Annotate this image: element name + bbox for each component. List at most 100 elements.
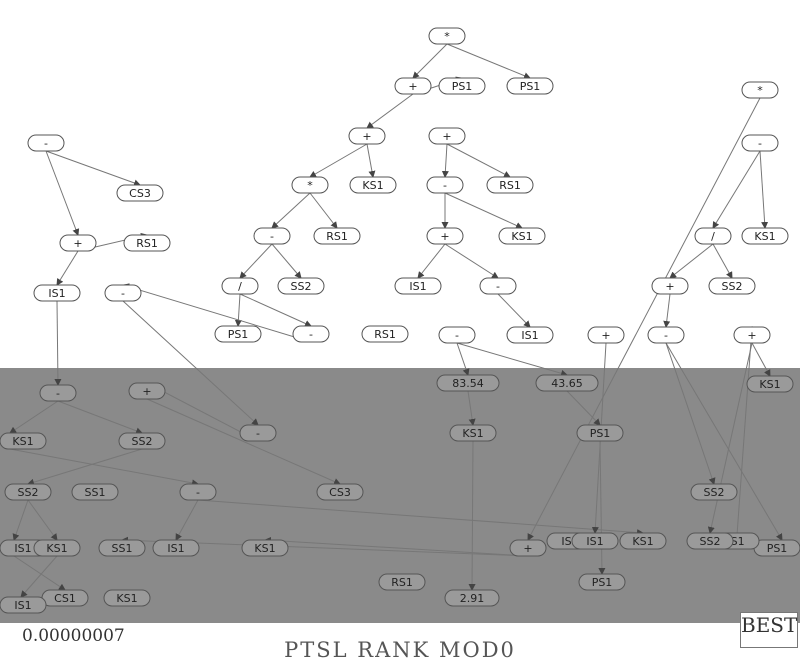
tree-node-label: - xyxy=(44,137,48,150)
tree-node-box xyxy=(506,77,554,95)
tree-node-box xyxy=(733,326,771,344)
tree-node-label: IS1 xyxy=(14,599,31,612)
tree-node-box xyxy=(428,127,466,145)
tree-node: + xyxy=(394,77,432,95)
tree-edge xyxy=(45,150,141,187)
tree-edge xyxy=(20,555,58,598)
tree-node-box xyxy=(277,277,325,295)
tree-edge xyxy=(527,97,761,541)
tree-node: 2.91 xyxy=(444,589,500,607)
tree-node-label: 43.65 xyxy=(551,377,583,390)
tree-node: - xyxy=(239,424,277,442)
tree-node: + xyxy=(733,326,771,344)
tree-node: CS3 xyxy=(116,184,164,202)
tree-node-box xyxy=(253,227,291,245)
tree-node: RS1 xyxy=(486,176,534,194)
tree-node: SS1 xyxy=(71,483,119,501)
tree-node: RS1 xyxy=(361,325,409,343)
tree-node-box xyxy=(128,382,166,400)
tree-node-box xyxy=(292,325,330,343)
tree-node: - xyxy=(741,134,779,152)
tree-node-label: KS1 xyxy=(116,592,137,605)
tree-edge xyxy=(446,143,511,178)
tree-node: - xyxy=(426,176,464,194)
tree-node-label: - xyxy=(196,486,200,499)
tree-node: IS1 xyxy=(571,532,619,550)
tree-node-label: - xyxy=(256,427,260,440)
tree-edge xyxy=(9,448,199,487)
tree-edge xyxy=(309,192,338,229)
tree-node-label: / xyxy=(238,280,242,293)
tree-node-label: KS1 xyxy=(362,179,383,192)
tree-node-box xyxy=(118,432,166,450)
tree-node-label: * xyxy=(307,179,313,192)
tree-node-box xyxy=(348,127,386,145)
tree-node-label: + xyxy=(408,80,417,93)
tree-node-box xyxy=(587,326,625,344)
tree-node-label: KS1 xyxy=(254,542,275,555)
tree-node-box xyxy=(0,596,47,614)
tree-node-box xyxy=(436,374,500,392)
tree-node-box xyxy=(576,424,624,442)
tree-node: SS1 xyxy=(98,539,146,557)
tree-node-box xyxy=(291,176,329,194)
tree-node-label: - xyxy=(455,329,459,342)
tree-node-label: + xyxy=(523,542,532,555)
tree-node: + xyxy=(348,127,386,145)
tree-edge xyxy=(57,400,143,435)
tree-edge xyxy=(56,250,79,286)
tree-node-label: IS1 xyxy=(167,542,184,555)
tree-node-label: KS1 xyxy=(759,378,780,391)
tree-node-box xyxy=(123,234,171,252)
tree-node: KS1 xyxy=(349,176,397,194)
tree-node-label: + xyxy=(747,329,756,342)
tree-edge xyxy=(665,342,783,541)
tree-node-box xyxy=(498,227,546,245)
tree-node-label: SS2 xyxy=(704,486,725,499)
tree-edge xyxy=(146,382,259,442)
tree-node-label: CS3 xyxy=(129,187,151,200)
tree-edge xyxy=(234,293,242,327)
tree-node: - xyxy=(438,326,476,344)
tree-node: SS2 xyxy=(4,483,52,501)
tree-node-box xyxy=(578,573,626,591)
tree-edge xyxy=(759,150,769,229)
tree-node-label: - xyxy=(56,387,60,400)
tree-edge xyxy=(707,342,753,534)
tree-node-box xyxy=(394,277,442,295)
tree-node: IS1 xyxy=(506,326,554,344)
tree-node: + xyxy=(59,234,97,252)
tree-edge xyxy=(735,326,756,550)
tree-node-box xyxy=(39,384,77,402)
tree-edge xyxy=(712,243,733,279)
tree-node: SS2 xyxy=(118,432,166,450)
tree-node: KS1 xyxy=(619,532,667,550)
tree-node: RS1 xyxy=(378,573,426,591)
tree-node-label: KS1 xyxy=(754,230,775,243)
tree-node: + xyxy=(587,326,625,344)
tree-edge xyxy=(9,400,59,434)
tree-node-box xyxy=(98,539,146,557)
tree-node-label: - xyxy=(309,328,313,341)
tree-node: IS1 xyxy=(152,539,200,557)
tree-node: - xyxy=(647,326,685,344)
tree-node-box xyxy=(438,77,486,95)
tree-node-box xyxy=(741,227,789,245)
tree-node: PS1 xyxy=(214,325,262,343)
tree-node-label: SS2 xyxy=(722,280,743,293)
footer-left-text: 0.00000007 xyxy=(22,626,125,646)
tree-node: KS1 xyxy=(241,539,289,557)
tree-edge xyxy=(122,283,312,343)
tree-node-box xyxy=(426,176,464,194)
footer-title: PTSL RANK MOD0 xyxy=(284,638,516,662)
tree-node: / xyxy=(694,227,732,245)
tree-node: SS2 xyxy=(708,277,756,295)
tree-node-box xyxy=(378,573,426,591)
tree-edge xyxy=(456,342,470,376)
tree-node-box xyxy=(0,432,47,450)
tree-node: PS1 xyxy=(576,424,624,442)
tree-edge xyxy=(441,143,449,178)
tree-edge xyxy=(417,243,446,279)
tree-node: IS1 xyxy=(33,284,81,302)
tree-node-label: - xyxy=(496,280,500,293)
